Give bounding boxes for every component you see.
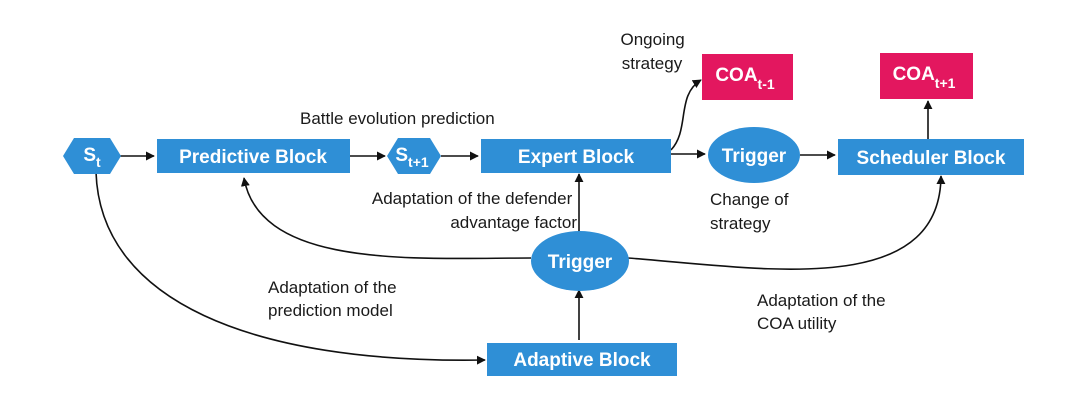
annotation-coa-utility: Adaptation of the COA utility (757, 291, 890, 333)
coa-prev-label: COA (715, 65, 758, 86)
annotation-change-of-strategy: Change of strategy (710, 190, 793, 233)
expert-block-rect (481, 139, 671, 173)
state-t-label: S (83, 145, 96, 166)
edge-trigger-mid-to-scheduler (627, 175, 946, 270)
svg-text:St+1: St+1 (395, 145, 429, 170)
predictive-block: Predictive Block (157, 139, 350, 173)
state-t1-subscript: t+1 (408, 154, 429, 170)
trigger-top-ellipse (708, 127, 800, 183)
svg-text:COAt-1: COAt-1 (715, 65, 775, 92)
svg-text:St: St (83, 145, 101, 170)
svg-text:COAt+1: COAt+1 (893, 64, 956, 91)
coa-prev-rect (702, 54, 793, 100)
scheduler-block-rect (838, 139, 1024, 175)
state-t1-label: S (395, 145, 408, 166)
predictive-block-label: Predictive Block (179, 147, 327, 168)
adaptive-block: Adaptive Block (487, 343, 677, 376)
predictive-block-rect (157, 139, 350, 173)
annotation-defender-advantage: Adaptation of the defender advantage fac… (372, 189, 577, 232)
annotation-prediction-model: Adaptation of the prediction model (268, 278, 401, 320)
trigger-top: Trigger (708, 127, 800, 183)
state-t1-node: St+1 (387, 138, 441, 174)
edge-st-to-adaptive (95, 171, 486, 365)
state-t-node: St (63, 138, 121, 174)
trigger-mid-label: Trigger (548, 252, 613, 273)
state-t-subscript: t (96, 154, 101, 170)
scheduler-block-label: Scheduler Block (857, 148, 1006, 169)
trigger-mid: Trigger (531, 231, 629, 291)
edge-trigger-mid-to-predictive (240, 177, 532, 260)
expert-block-label: Expert Block (518, 147, 635, 168)
state-t1-hexagon (387, 138, 441, 174)
coa-next-subscript: t+1 (935, 75, 956, 91)
trigger-top-label: Trigger (722, 146, 787, 167)
coa-next-label: COA (893, 64, 936, 85)
adaptive-block-label: Adaptive Block (513, 350, 651, 371)
trigger-mid-ellipse (531, 231, 629, 291)
edges (95, 79, 946, 365)
annotation-ongoing-strategy: Ongoing strategy (620, 30, 689, 73)
adaptive-block-rect (487, 343, 677, 376)
coa-next: COAt+1 (880, 53, 973, 99)
expert-block: Expert Block (481, 139, 671, 173)
edge-expert-to-coa-prev (670, 79, 702, 151)
coa-next-rect (880, 53, 973, 99)
annotation-battle-evolution: Battle evolution prediction (300, 109, 495, 128)
scheduler-block: Scheduler Block (838, 139, 1024, 175)
coa-prev-subscript: t-1 (758, 76, 775, 92)
state-t-hexagon (63, 138, 121, 174)
coa-prev: COAt-1 (702, 54, 793, 100)
